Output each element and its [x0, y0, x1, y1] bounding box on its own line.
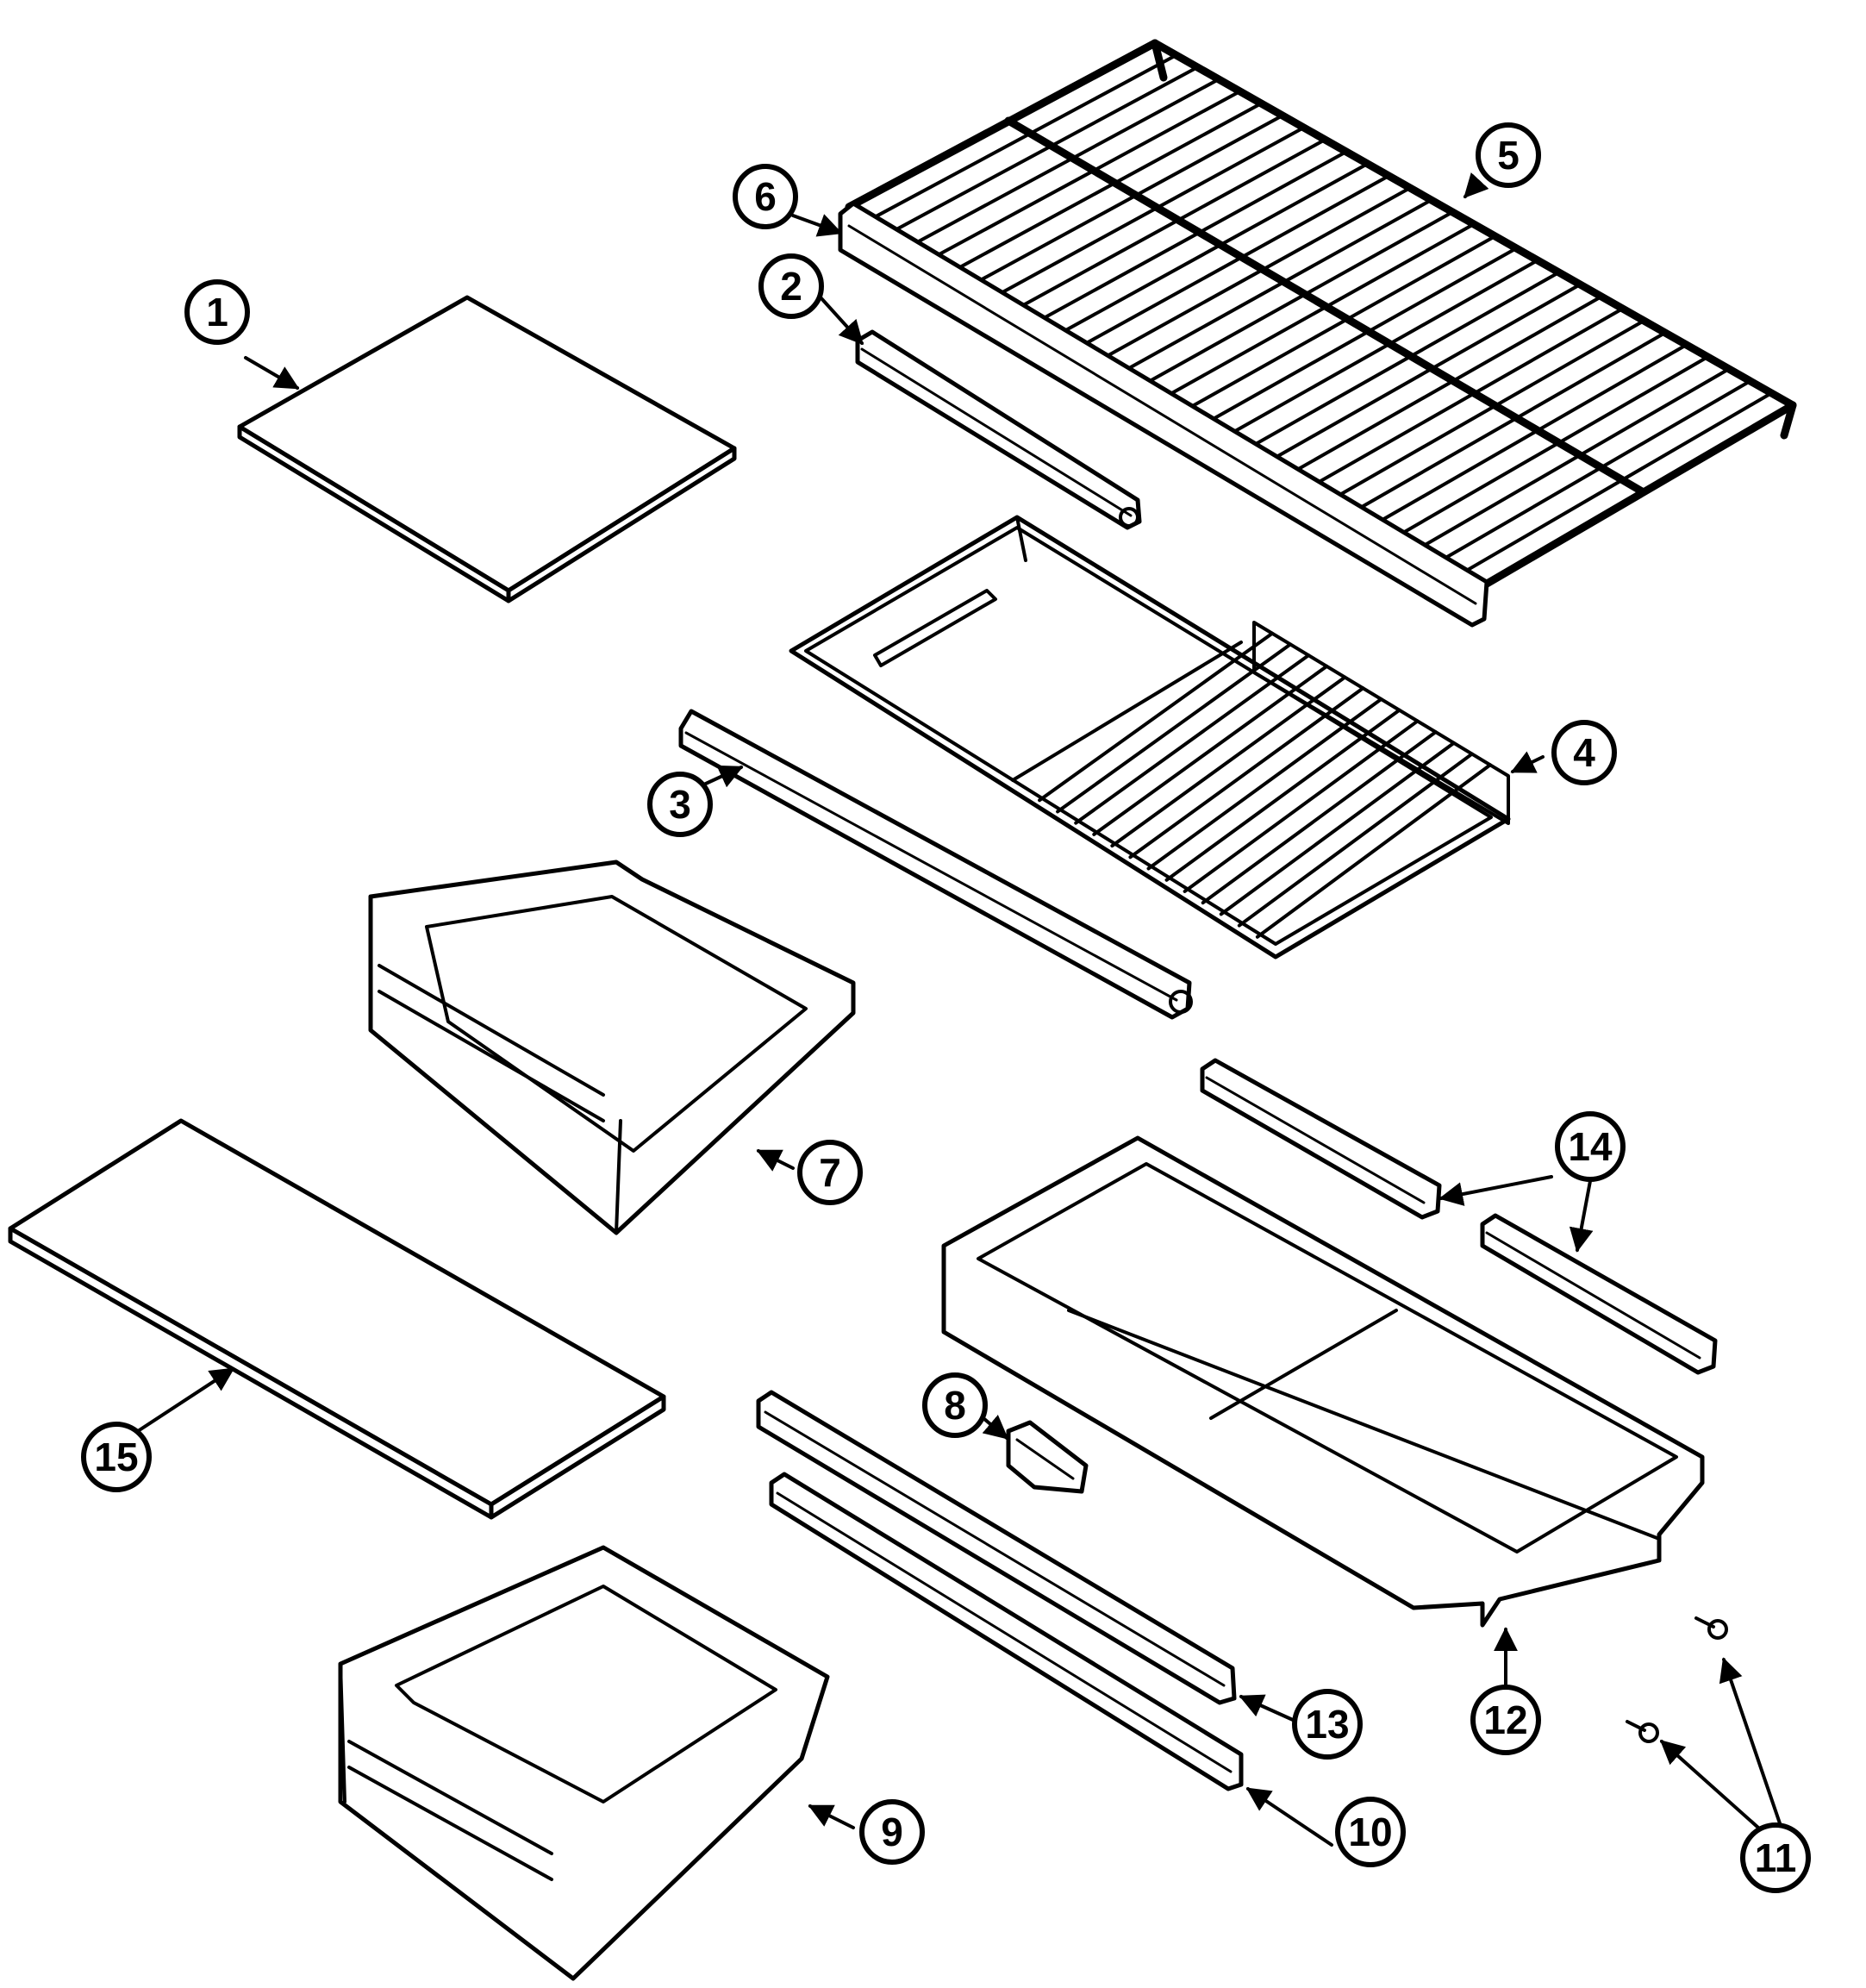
part-13-rail [756, 1390, 1237, 1705]
wire-rod [1016, 138, 1327, 310]
callout-9: 9 [859, 1799, 925, 1865]
part-12-crisper-cover [941, 1135, 1705, 1628]
part-10-rail [769, 1472, 1244, 1791]
callout-10: 10 [1335, 1797, 1406, 1867]
callout-5-label: 5 [1497, 133, 1520, 178]
wire-rod [1312, 307, 1625, 487]
wire-rod [1396, 355, 1710, 538]
wire-rod [868, 53, 1178, 222]
part-15-glass-shelf [8, 1118, 666, 1520]
part-8-clip [1006, 1420, 1089, 1494]
wire-rod [1128, 686, 1365, 860]
wire-rod [1227, 259, 1539, 436]
callout-13-label: 13 [1305, 1702, 1349, 1747]
callout-2-label: 2 [780, 264, 802, 309]
part-2-trim-rail [855, 329, 1142, 530]
callout-11: 11 [1740, 1822, 1811, 1893]
callout-3: 3 [647, 772, 713, 837]
wire-rod [1164, 708, 1401, 882]
callout-13: 13 [1292, 1689, 1363, 1760]
callout-12-label: 12 [1483, 1697, 1527, 1742]
wire-rod [1101, 186, 1412, 360]
wire-rod [1237, 752, 1474, 928]
wire-rod [932, 90, 1242, 259]
callout-3-label: 3 [669, 782, 691, 827]
callout-12: 12 [1470, 1685, 1541, 1755]
wire-rod [1219, 741, 1456, 916]
part-7-drawer [368, 860, 856, 1235]
callout-1-label: 1 [206, 290, 228, 334]
wire-rod [1056, 642, 1293, 814]
callout-6-label: 6 [754, 174, 777, 219]
wire-rod [952, 102, 1264, 272]
part-4-slide-shelf [789, 515, 1511, 960]
callout-7: 7 [797, 1140, 863, 1205]
part-14-rails [1200, 1058, 1718, 1375]
callout-15-label: 15 [94, 1435, 138, 1479]
wire-rod [1255, 763, 1492, 939]
wire-rod [1375, 343, 1688, 525]
wire-rod [1079, 174, 1391, 348]
leader-lines [136, 172, 1782, 1847]
callout-7-label: 7 [819, 1150, 841, 1195]
callout-1: 1 [184, 279, 250, 345]
wire-rod [1248, 271, 1561, 449]
callout-6: 6 [733, 164, 798, 229]
wire-rod [1185, 234, 1497, 411]
wire-rod [1459, 391, 1774, 576]
callout-11-label: 11 [1755, 1835, 1797, 1880]
wire-rod [1439, 379, 1752, 563]
wire-rod [1290, 295, 1603, 474]
callout-4-label: 4 [1573, 730, 1595, 775]
part-11-screws [1626, 1616, 1728, 1743]
wire-rod [1038, 631, 1275, 803]
callout-14: 14 [1555, 1111, 1626, 1182]
wire-rod [1121, 198, 1433, 373]
wire-rod [1110, 675, 1347, 848]
callout-10-label: 10 [1348, 1810, 1392, 1854]
callout-2: 2 [758, 253, 824, 319]
wire-rod [1058, 162, 1370, 335]
part-6-shelf-front-trim [838, 201, 1489, 628]
part-3-tube-rail [678, 709, 1193, 1020]
wire-rod [1164, 222, 1476, 398]
callout-8-label: 8 [944, 1383, 966, 1428]
wire-rod [1146, 697, 1383, 871]
callout-5: 5 [1476, 122, 1541, 188]
wire-rod [1183, 719, 1420, 893]
wire-rod [1417, 367, 1731, 550]
wire-rod [1037, 150, 1348, 322]
wire-rod [1332, 319, 1646, 500]
callout-14-label: 14 [1568, 1124, 1613, 1169]
wire-rod [1354, 331, 1667, 512]
part-1-glass-shelf [237, 295, 737, 603]
callout-8: 8 [922, 1372, 988, 1438]
part-9-drawer [338, 1545, 830, 1981]
wire-rod [1143, 210, 1455, 386]
wire-rod [1270, 283, 1582, 462]
wire-rod [910, 78, 1220, 247]
callout-4: 4 [1551, 720, 1617, 785]
callout-9-label: 9 [881, 1810, 903, 1854]
wire-rod [1074, 653, 1311, 825]
wire-rod [1092, 664, 1329, 836]
wire-rod [889, 66, 1200, 234]
wire-rod [974, 114, 1284, 284]
wire-rod [1206, 247, 1519, 424]
callout-15: 15 [81, 1422, 152, 1492]
wire-rod [995, 126, 1306, 297]
wire-rod [1201, 730, 1438, 905]
